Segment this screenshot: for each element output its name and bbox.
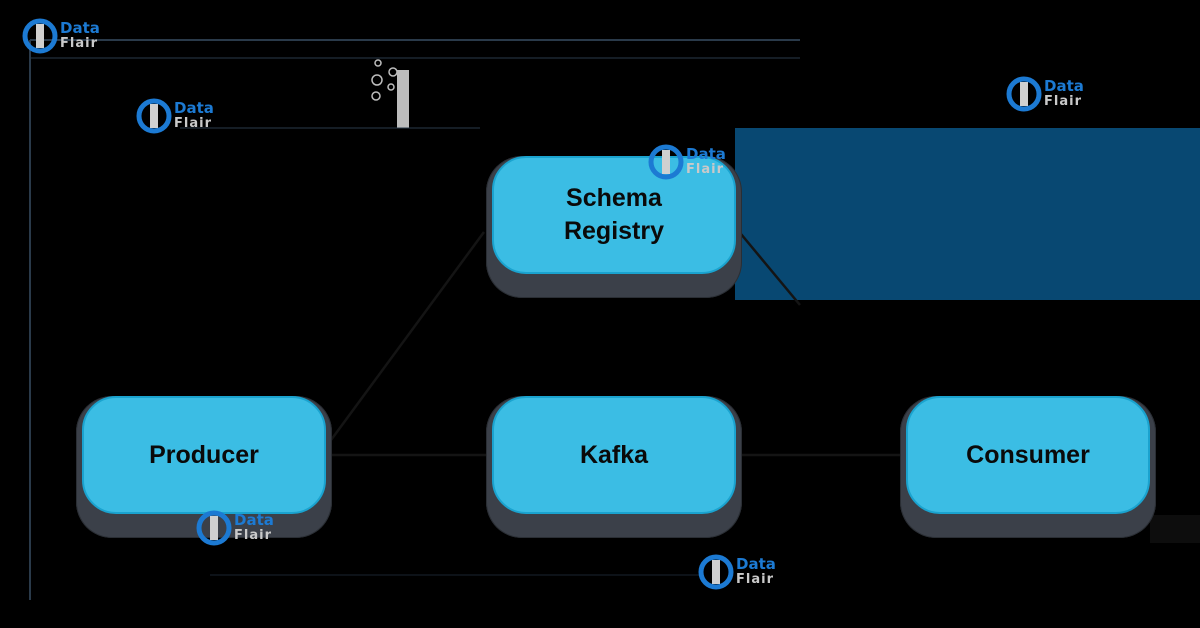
edge-producer-registry bbox=[318, 231, 486, 456]
node-consumer-label: Consumer bbox=[966, 440, 1090, 469]
watermark-word2: Flair bbox=[1044, 94, 1082, 109]
decor-bubble bbox=[374, 59, 382, 67]
frame-box bbox=[1150, 515, 1200, 543]
decor-bubble bbox=[371, 74, 383, 86]
node-kafka-label: Kafka bbox=[579, 440, 649, 469]
watermark-word1: Data bbox=[174, 99, 214, 117]
watermark-logo: Data Flair bbox=[196, 510, 274, 546]
node-producer-face: Producer bbox=[82, 396, 326, 514]
dataflair-logo-icon bbox=[22, 18, 58, 54]
watermark-logo: Data Flair bbox=[22, 18, 100, 54]
node-schema-registry: Schema Registry bbox=[486, 156, 742, 298]
dataflair-logo-icon bbox=[196, 510, 232, 546]
watermark-word2: Flair bbox=[234, 528, 272, 543]
decor-bubble bbox=[388, 67, 398, 77]
watermark-word2: Flair bbox=[174, 116, 212, 131]
watermark-word1: Data bbox=[686, 145, 726, 163]
watermark-logo: Data Flair bbox=[698, 554, 776, 590]
watermark-word2: Flair bbox=[736, 572, 774, 587]
watermark-word1: Data bbox=[234, 511, 274, 529]
decor-bar bbox=[397, 70, 409, 128]
decor-bubble bbox=[387, 83, 395, 91]
watermark-logo: Data Flair bbox=[648, 144, 726, 180]
node-kafka: Kafka bbox=[486, 396, 742, 538]
watermark-logo: Data Flair bbox=[1006, 76, 1084, 112]
watermark-word1: Data bbox=[60, 19, 100, 37]
background-panel bbox=[735, 128, 1200, 300]
node-schema-registry-label-line2: Registry bbox=[563, 217, 665, 245]
edge-registry-consumer bbox=[735, 227, 801, 306]
watermark-word2: Flair bbox=[686, 162, 724, 177]
watermark-word1: Data bbox=[1044, 77, 1084, 95]
watermark-word1: Data bbox=[736, 555, 776, 573]
node-kafka-face: Kafka bbox=[492, 396, 736, 514]
node-consumer-face: Consumer bbox=[906, 396, 1150, 514]
node-producer-label: Producer bbox=[149, 440, 259, 469]
watermark-word2: Flair bbox=[60, 36, 98, 51]
decor-bubble bbox=[371, 91, 381, 101]
node-schema-registry-label-line1: Schema bbox=[566, 184, 662, 212]
node-schema-registry-face: Schema Registry bbox=[492, 156, 736, 274]
dataflair-logo-icon bbox=[1006, 76, 1042, 112]
watermark-logo: Data Flair bbox=[136, 98, 214, 134]
dataflair-logo-icon bbox=[698, 554, 734, 590]
dataflair-logo-icon bbox=[136, 98, 172, 134]
node-consumer: Consumer bbox=[900, 396, 1156, 538]
dataflair-logo-icon bbox=[648, 144, 684, 180]
